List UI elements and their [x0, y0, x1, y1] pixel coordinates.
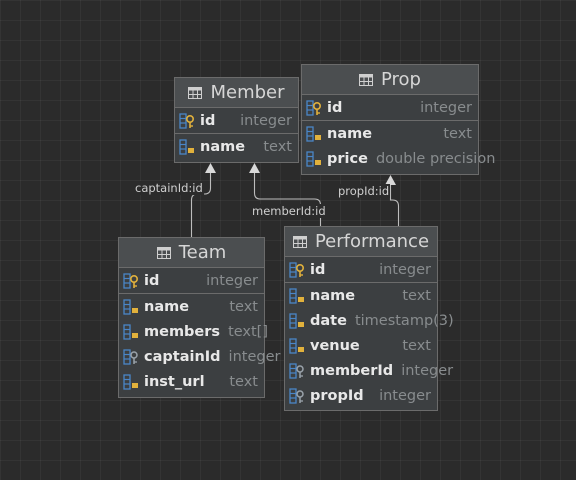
- column-row[interactable]: name text: [285, 283, 437, 308]
- relation-label-memberid: memberId:id: [251, 204, 327, 218]
- column-type: timestamp(3): [354, 312, 454, 329]
- primary-key-icon: [289, 261, 305, 278]
- column-row[interactable]: id integer: [119, 268, 264, 293]
- column-type: text: [402, 287, 431, 304]
- column-type: text: [402, 337, 431, 354]
- table-header[interactable]: Prop: [302, 65, 478, 95]
- column-icon: [179, 138, 194, 155]
- column-name: date: [310, 312, 347, 329]
- column-icon: [306, 125, 321, 142]
- foreign-key-icon: [289, 362, 304, 379]
- foreign-key-icon: [289, 387, 304, 404]
- relation-edge-performance-prop[interactable]: [389, 185, 400, 226]
- column-name: venue: [310, 337, 360, 354]
- column-row[interactable]: propId integer: [285, 383, 437, 408]
- primary-key-icon: [306, 99, 322, 116]
- table-team[interactable]: Team id integer name text members text[] captai…: [118, 237, 280, 398]
- column-icon: [289, 312, 304, 329]
- table-title: Team: [178, 242, 227, 263]
- column-icon: [123, 373, 138, 390]
- column-row[interactable]: price double precision: [302, 146, 495, 171]
- column-name: id: [200, 112, 216, 129]
- column-type: text[]: [228, 323, 268, 340]
- column-type: integer: [420, 99, 472, 116]
- table-title: Member: [210, 82, 285, 103]
- column-type: text: [263, 138, 292, 155]
- column-type: double precision: [375, 150, 496, 167]
- primary-key-icon: [179, 112, 195, 129]
- arrowhead-icon: [205, 163, 216, 173]
- column-name: memberId: [310, 362, 394, 379]
- column-name: price: [327, 150, 368, 167]
- column-name: name: [310, 287, 356, 304]
- column-type: integer: [401, 362, 454, 379]
- column-type: integer: [240, 112, 292, 129]
- table-header[interactable]: Member: [175, 78, 298, 108]
- column-row[interactable]: name text: [119, 294, 264, 319]
- table-icon: [188, 86, 203, 99]
- column-type: text: [229, 373, 258, 390]
- column-name: id: [144, 272, 160, 289]
- column-name: id: [327, 99, 343, 116]
- table-member[interactable]: Member id integer name text: [174, 77, 299, 163]
- column-name: propId: [310, 387, 364, 404]
- column-group: id integer: [302, 95, 478, 121]
- column-type: integer: [228, 348, 281, 365]
- column-group: id integer: [285, 257, 437, 283]
- foreign-key-icon: [123, 348, 138, 365]
- relation-label-propid: propId:id: [337, 184, 391, 198]
- arrowhead-icon: [249, 163, 260, 173]
- column-row[interactable]: id integer: [302, 95, 478, 120]
- column-icon: [289, 337, 304, 354]
- primary-key-icon: [123, 272, 139, 289]
- column-row[interactable]: id integer: [175, 108, 298, 133]
- column-type: integer: [379, 261, 431, 278]
- column-icon: [123, 323, 138, 340]
- column-icon: [289, 287, 304, 304]
- table-header[interactable]: Performance: [285, 227, 437, 257]
- column-type: text: [229, 298, 258, 315]
- table-performance[interactable]: Performance id integer name text date timestam…: [284, 226, 454, 411]
- column-row[interactable]: name text: [175, 134, 298, 159]
- table-title: Performance: [314, 231, 430, 252]
- column-type: integer: [379, 387, 431, 404]
- column-icon: [306, 150, 321, 167]
- column-row[interactable]: captainId integer: [119, 344, 280, 369]
- column-row[interactable]: name text: [302, 121, 478, 146]
- column-group: name text members text[] captainId integer ins…: [119, 294, 280, 394]
- column-type: integer: [206, 272, 258, 289]
- column-group: id integer: [119, 268, 264, 294]
- column-row[interactable]: id integer: [285, 257, 437, 282]
- column-icon: [123, 298, 138, 315]
- column-name: id: [310, 261, 326, 278]
- column-row[interactable]: members text[]: [119, 319, 268, 344]
- column-name: name: [327, 125, 373, 142]
- column-group: name text price double precision: [302, 121, 495, 171]
- column-name: name: [144, 298, 190, 315]
- column-group: name text date timestamp(3) venue text memberI…: [285, 283, 454, 408]
- column-name: inst_url: [144, 373, 205, 390]
- column-name: members: [144, 323, 221, 340]
- table-header[interactable]: Team: [119, 238, 264, 268]
- column-row[interactable]: venue text: [285, 333, 437, 358]
- table-icon: [156, 246, 171, 259]
- column-name: captainId: [144, 348, 221, 365]
- column-group: id integer: [175, 108, 298, 134]
- column-type: text: [443, 125, 472, 142]
- table-icon: [292, 235, 307, 248]
- column-row[interactable]: date timestamp(3): [285, 308, 454, 333]
- column-row[interactable]: inst_url text: [119, 369, 264, 394]
- column-name: name: [200, 138, 246, 155]
- table-icon: [359, 73, 373, 86]
- table-title: Prop: [381, 69, 421, 90]
- table-prop[interactable]: Prop id integer name text price double precisi…: [301, 64, 495, 175]
- relation-label-captainid: captainId:id: [134, 181, 204, 195]
- relation-edge-performance-member[interactable]: [253, 173, 322, 226]
- column-row[interactable]: memberId integer: [285, 358, 453, 383]
- column-group: name text: [175, 134, 298, 159]
